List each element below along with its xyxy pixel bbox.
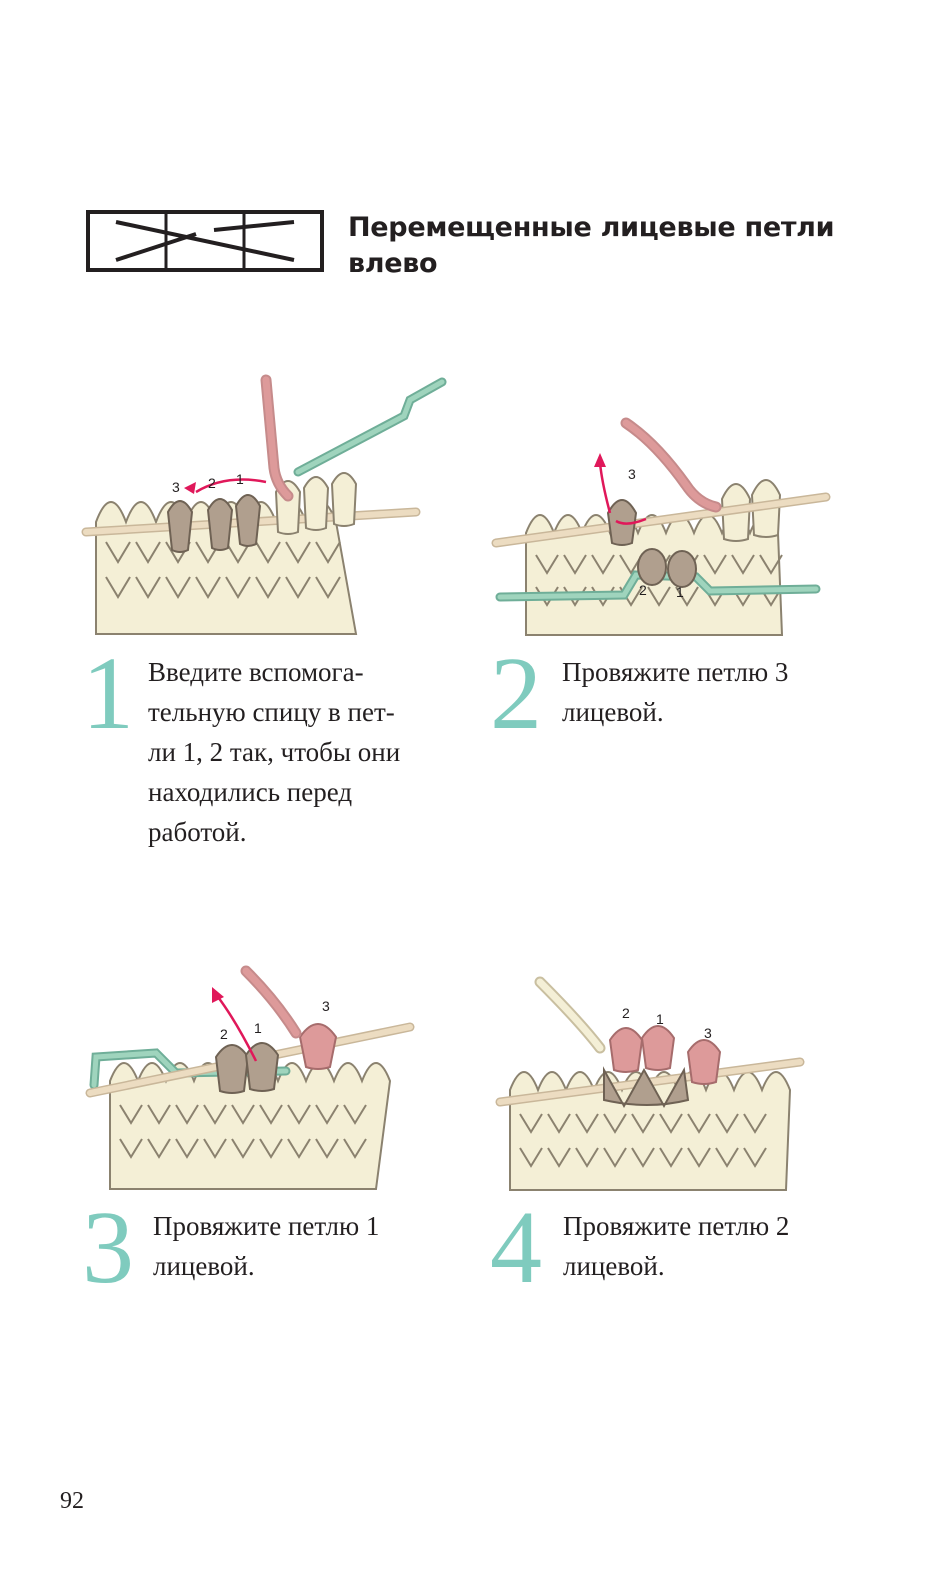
step-4-illustration: 2 1 3 xyxy=(495,976,805,1191)
loop-label-1: 1 xyxy=(254,1020,262,1036)
loop-label-2: 2 xyxy=(622,1005,630,1021)
step-3-text: Провяжите петлю 1 лицевой. xyxy=(153,1211,380,1281)
loop-label-1: 1 xyxy=(656,1011,664,1027)
step-3-number: 3 xyxy=(82,1190,134,1305)
step-4-number: 4 xyxy=(490,1190,542,1305)
step-1-illustration: 3 2 1 xyxy=(81,374,447,635)
step-1-number: 1 xyxy=(82,636,134,751)
loop-label-3: 3 xyxy=(628,466,636,482)
loop-label-1: 1 xyxy=(676,584,684,600)
step-2-number: 2 xyxy=(490,636,542,751)
step-3-illustration: 2 1 3 xyxy=(85,965,415,1190)
loop-label-2: 2 xyxy=(208,475,216,491)
page-number: 92 xyxy=(60,1488,84,1514)
step-1-text: Введите вспомога- тельную спицу в пет- л… xyxy=(148,657,401,847)
step-2-text: Провяжите петлю 3 лицевой. xyxy=(562,657,789,727)
loop-label-2: 2 xyxy=(639,582,647,598)
step-4-text: Провяжите петлю 2 лицевой. xyxy=(563,1211,790,1281)
loop-label-2: 2 xyxy=(220,1026,228,1042)
loop-label-3: 3 xyxy=(704,1025,712,1041)
step-2-illustration: 3 2 1 xyxy=(491,417,831,636)
cable-chart-symbol-icon xyxy=(86,210,324,272)
page-title: Перемещенные лицевые петли влево xyxy=(348,212,835,279)
loop-label-1: 1 xyxy=(236,471,244,487)
loop-label-3: 3 xyxy=(322,998,330,1014)
loop-label-3: 3 xyxy=(172,479,180,495)
